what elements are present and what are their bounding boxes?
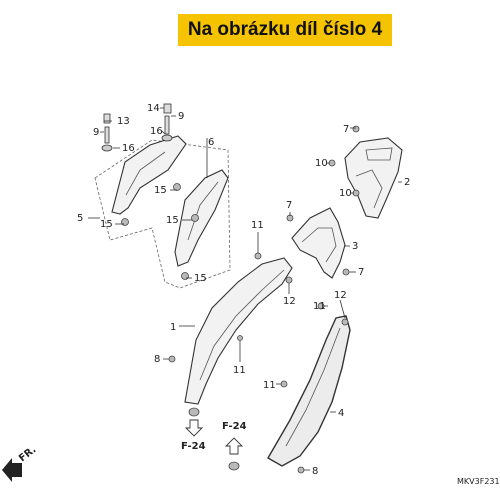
callout-4: 4 [338,408,344,419]
screw-11-bottom [280,380,288,388]
callout-7-mid: 7 [286,200,292,211]
banner-text: Na obrázku díl číslo 4 [187,19,383,40]
grommet-12-lower [341,318,349,326]
callout-11-left: 11 [233,365,246,376]
bolt-9-right [164,115,170,135]
leader-16-right [161,130,166,135]
part-2-rear-cowl [344,137,403,219]
nut-15-d [181,272,189,280]
collar-16-right [161,134,173,142]
callout-3: 3 [352,241,358,252]
ref-arrow-down [184,419,204,437]
callout-14: 14 [147,103,160,114]
part-1-crease [199,269,285,381]
part-4-crease [285,327,341,447]
part-5-detail [125,151,166,196]
callout-11-bottom: 11 [263,380,276,391]
callout-8-right: 8 [312,466,318,477]
mount-1 [237,335,243,341]
part-number-banner: Na obrázku díl číslo 4 [178,14,392,46]
front-direction-arrow-icon [2,458,22,482]
part-3-detail [301,227,337,263]
nut-15-a [173,183,181,191]
ref-f24-left: F-24 [181,441,206,452]
callout-2: 2 [404,177,410,188]
grommet-12-upper [285,276,293,284]
part-6-detail [187,181,219,241]
nut-15-c [121,218,129,226]
callout-5: 5 [77,213,83,224]
leader-12-lower [339,299,346,319]
front-direction-label: FR. [17,444,38,464]
grommet-f24-right [228,461,240,471]
part-3-inner-bracket [291,207,346,279]
callout-7-lower: 7 [358,267,364,278]
part-6-grab-rail [174,169,229,267]
nut-15-b [191,214,199,222]
callout-7-top: 7 [343,124,349,135]
part-1-side-cover [184,257,293,405]
callout-15-a: 15 [154,185,167,196]
callout-11-right: 11 [313,301,326,312]
screw-7-lower [342,268,350,276]
ref-arrow-up [224,437,244,455]
callout-12-lower: 12 [334,290,347,301]
callout-8-left: 8 [154,354,160,365]
ref-f24-right: F-24 [222,421,247,432]
screw-7-top [352,125,360,133]
part-5-grab-rail [111,135,187,215]
screw-8-left [168,355,176,363]
screw-8-right [297,466,305,474]
callout-10-a: 10 [315,158,328,169]
bolt-14 [163,103,172,114]
bolt-13 [103,113,111,124]
grommet-f24-left [188,407,200,417]
part-2-detail [365,147,393,161]
part-4-side-cover [267,315,351,467]
callout-9-left: 9 [93,127,99,138]
callout-10-b: 10 [339,188,352,199]
callout-15-d: 15 [194,273,207,284]
callout-11-top: 11 [251,220,264,231]
screw-11-top [254,252,262,260]
part-2-detail-b [355,169,383,209]
callout-15-b: 15 [166,215,179,226]
callout-16-right: 16 [150,126,163,137]
bolt-9-left [104,126,110,144]
callout-9-right: 9 [178,111,184,122]
callout-15-c: 15 [100,219,113,230]
callout-12-upper: 12 [283,296,296,307]
callout-16-left: 16 [122,143,135,154]
callout-1: 1 [170,322,176,333]
callout-13: 13 [117,116,130,127]
collar-16-left [101,144,113,152]
callout-6: 6 [208,137,214,148]
diagram-code: MKV3F2310 [457,477,500,486]
